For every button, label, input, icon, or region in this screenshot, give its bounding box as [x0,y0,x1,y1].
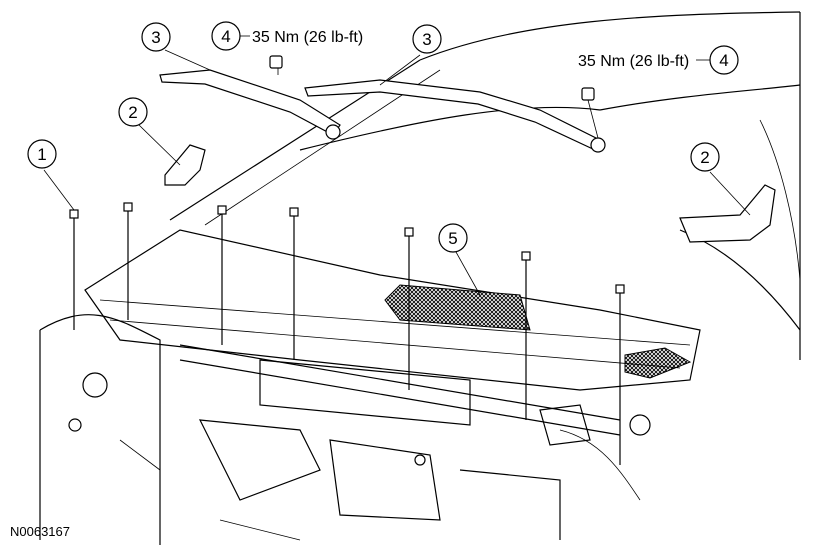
right-cowl-bracket [679,184,776,243]
left-pivot-nut [269,55,283,69]
callout-5: 5 [438,223,468,253]
torque-spec-left: 35 Nm (26 lb-ft) [252,29,363,46]
bolt-4 [289,207,299,360]
bolt-3 [217,205,227,345]
bolt-7 [615,284,625,465]
callout-3-left-label: 3 [151,28,160,47]
callout-3-left: 3 [141,22,171,52]
right-pivot-nut [581,87,595,101]
leader-lines [43,49,751,296]
wiper-linkage [179,344,621,436]
bolt-2 [123,202,133,320]
callout-2-right-label: 2 [700,148,709,167]
callout-3-right: 3 [412,24,442,54]
left-cowl-bracket [164,144,206,186]
figure-id: N0063167 [10,524,70,539]
callout-2-right: 2 [690,142,720,172]
callout-2-left: 2 [118,97,148,127]
bolt-5 [404,227,414,390]
callout-5-label: 5 [448,229,457,248]
left-wiper-arm [159,69,341,140]
callout-3-right-label: 3 [422,30,431,49]
callout-1-label: 1 [37,145,46,164]
bolt-group [69,202,625,465]
engine-compartment [39,314,651,545]
callout-1: 1 [27,139,57,169]
bolt-1 [69,209,79,330]
callout-2-left-label: 2 [128,103,137,122]
callout-4-right-label: 4 [719,51,728,70]
callout-4-right: 4 [709,45,739,75]
callout-4-left-label: 4 [221,27,230,46]
torque-spec-right: 35 Nm (26 lb-ft) [578,53,689,70]
callout-4-left: 4 [211,21,241,51]
bolt-6 [521,251,531,420]
cowl-panel [84,229,701,391]
